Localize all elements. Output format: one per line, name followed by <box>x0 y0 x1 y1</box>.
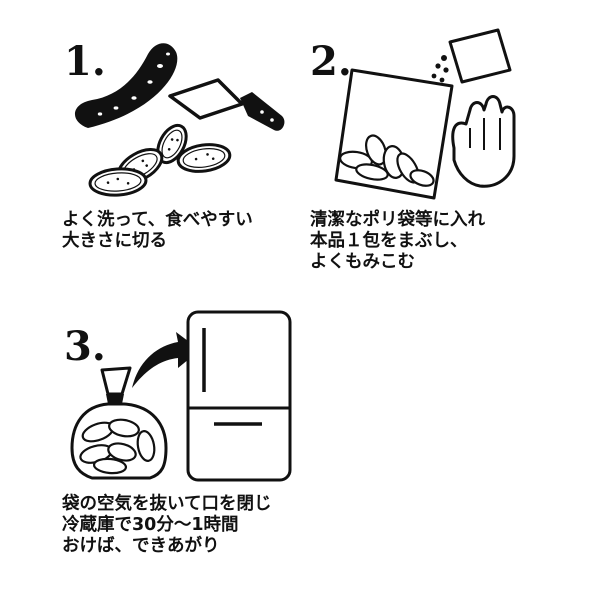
tied-bag-icon <box>70 366 168 480</box>
caption-line: おけば、できあがり <box>62 536 220 556</box>
seasoning-packet-icon <box>427 28 512 87</box>
caption-line: 袋の空気を抜いて口を閉じ <box>62 494 272 514</box>
knife-icon <box>168 78 285 131</box>
caption-line: 清潔なポリ袋等に入れ <box>310 210 485 230</box>
caption-line: よく洗って、食べやすい <box>62 210 253 230</box>
arrow-icon <box>132 332 200 388</box>
step-1-illustration <box>74 43 285 197</box>
caption-line: 本品１包をまぶし、 <box>310 231 468 251</box>
step-3-caption: 袋の空気を抜いて口を閉じ 冷蔵庫で30分～1時間 おけば、できあがり <box>62 494 271 557</box>
refrigerator-icon <box>186 310 292 482</box>
caption-line: 冷蔵庫で30分～1時間 <box>62 515 239 535</box>
step-3-illustration <box>70 310 292 482</box>
step-2-caption: 清潔なポリ袋等に入れ 本品１包をまぶし、 よくもみこむ <box>310 210 485 273</box>
step-2-illustration <box>334 28 516 200</box>
caption-line: よくもみこむ <box>310 252 415 272</box>
cucumber-icon <box>74 43 178 128</box>
step-1-caption: よく洗って、食べやすい 大きさに切る <box>62 210 253 252</box>
caption-line: 大きさに切る <box>62 231 167 251</box>
cucumber-slices-icon <box>88 123 232 197</box>
step-2-number: 2. <box>310 38 352 85</box>
step-3-number: 3. <box>64 323 106 370</box>
hand-icon <box>451 95 516 188</box>
plastic-bag-icon <box>334 68 454 200</box>
step-1-number: 1. <box>64 38 106 85</box>
